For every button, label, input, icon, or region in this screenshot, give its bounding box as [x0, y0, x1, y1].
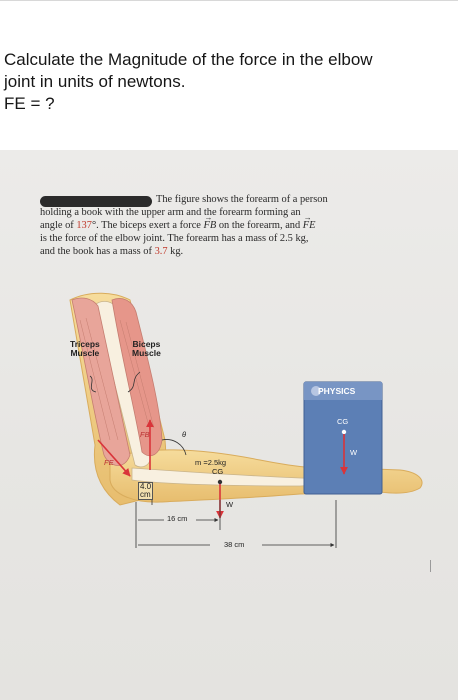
forearm-cg-dot: [217, 479, 223, 485]
book-emblem-icon: [311, 386, 321, 396]
problem-line-5-a: and the book has a mass of: [40, 246, 155, 257]
biceps-label-line-2: Muscle: [132, 348, 161, 358]
biceps-label: Biceps Muscle: [132, 340, 161, 358]
forearm-diagram: [69, 292, 423, 548]
distance-4cm-label: 4.0 cm: [138, 482, 154, 500]
theta-arc: [161, 439, 187, 456]
book-mass-value: 3.7: [154, 246, 168, 257]
theta-label: θ: [182, 430, 187, 439]
fb-symbol: FB: [204, 220, 217, 231]
fe-figure-label: FE: [104, 458, 114, 467]
book-spine-band: [304, 382, 382, 400]
triceps-label-line-1: Triceps: [70, 339, 100, 349]
question-line-2: joint in units of newtons.: [4, 72, 186, 91]
problem-line-1: The figure shows the forearm of a person: [156, 194, 328, 205]
biceps-pointer: [127, 371, 141, 393]
problem-line-3-c: on the forearm, and: [216, 220, 303, 231]
question-line-1: Calculate the Magnitude of the force in …: [4, 50, 373, 69]
question-text: Calculate the Magnitude of the force in …: [4, 49, 450, 115]
angle-value: 137: [76, 220, 92, 231]
wa-label: W: [226, 500, 234, 509]
distance-4-value: 4.0: [140, 482, 152, 491]
book-title: PHYSICS: [318, 386, 356, 396]
edge-mark: [430, 560, 431, 572]
question-line-3: FE = ?: [4, 94, 55, 113]
biceps-label-line-1: Biceps: [132, 339, 161, 349]
problem-line-4: is the force of the elbow joint. The for…: [40, 233, 309, 244]
triceps-label-line-2: Muscle: [70, 348, 100, 358]
fb-figure-label: FB: [140, 430, 150, 439]
wb-label: W: [350, 448, 358, 457]
problem-line-5: and the book has a mass of 3.7 kg.: [40, 245, 420, 258]
triceps-label: Triceps Muscle: [70, 340, 100, 358]
redaction-bar: [40, 196, 152, 207]
fe-arrow: [97, 439, 131, 477]
distance-16cm-label: 16 cm: [167, 514, 188, 523]
problem-line-3: angle of 137°. The biceps exert a force …: [40, 219, 420, 232]
problem-statement: The figure shows the forearm of a person…: [40, 193, 420, 258]
triceps-pointer: [89, 375, 97, 393]
book-cg-label: CG: [337, 417, 349, 426]
top-divider: [0, 0, 458, 1]
triceps-muscle: [71, 297, 131, 466]
problem-line-3-a: angle of: [40, 220, 77, 231]
problem-line-2: holding a book with the upper arm and th…: [40, 207, 301, 218]
problem-line-3-b: °. The biceps exert a force: [91, 220, 204, 231]
distance-38cm-label: 38 cm: [224, 540, 245, 549]
book-cg-dot: [341, 429, 347, 435]
fe-symbol: FE: [303, 220, 316, 231]
problem-line-5-b: kg.: [167, 246, 184, 257]
forearm-mass-label: m =2.5kg: [195, 458, 227, 467]
dimension-lines: [135, 494, 337, 548]
muscle-striations: [79, 317, 155, 441]
forearm-cg-label: CG: [212, 467, 224, 476]
distance-4-unit: cm: [140, 490, 151, 499]
